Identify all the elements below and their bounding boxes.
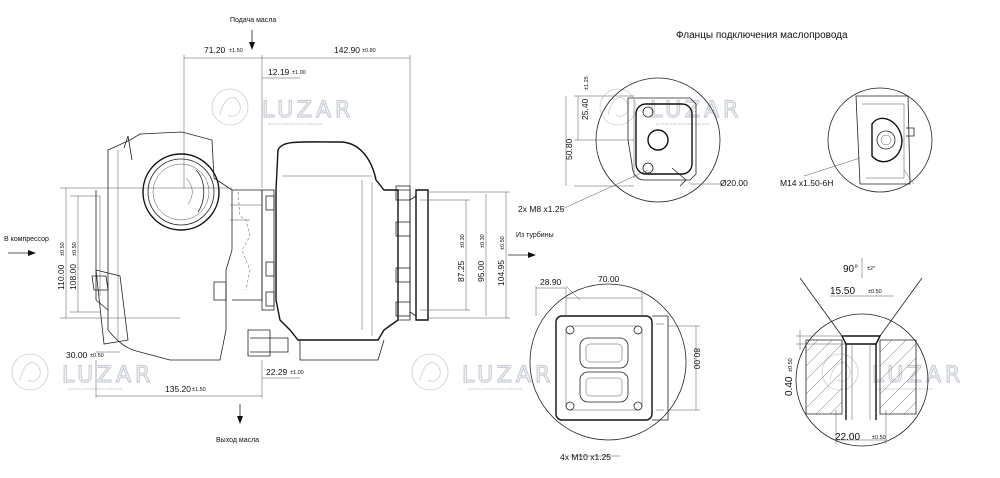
- dim-142-90: 142.90: [334, 45, 360, 55]
- dim-25-40: 25.40: [580, 98, 590, 120]
- dim-22-29: 22.29: [266, 367, 288, 377]
- dim-71-20-tol: ±1.50: [229, 48, 243, 54]
- dim-95-00-tol: ±0.30: [480, 234, 486, 248]
- dim-87-25-tol: ±0.30: [460, 234, 466, 248]
- watermark-tagline: детали для высоких нагрузок: [468, 386, 523, 391]
- oil-flange-view-2: [803, 87, 933, 193]
- dim-50-80: 50.80: [564, 138, 574, 160]
- oil-outlet-label: Выход масла: [216, 437, 259, 444]
- thread-m14: M14 x1.50-6H: [780, 178, 833, 188]
- watermark-brand: LUZAR: [262, 98, 354, 123]
- dim-142-90-tol: ±0.80: [362, 48, 376, 54]
- watermark-tagline: детали для высоких нагрузок: [656, 121, 711, 126]
- dim-110-00-tol: ±0.50: [60, 242, 66, 256]
- dim-12-19: 12.19: [268, 67, 290, 77]
- dim-20-00: Ø20.00: [720, 178, 748, 188]
- watermark-tagline: детали для высоких нагрузок: [878, 386, 933, 391]
- from-turbine-label: Из турбины: [516, 231, 554, 239]
- dim-15-50: 15.50: [830, 286, 855, 297]
- thread-4x-m10: 4x M10 x1.25: [560, 452, 611, 462]
- dim-87-25: 87.25: [456, 260, 466, 282]
- oil-inlet-label: Подача масла: [230, 17, 276, 24]
- watermark-tagline: детали для высоких нагрузок: [68, 386, 123, 391]
- thread-2x-m8: 2x M8 x1.25: [518, 204, 565, 214]
- dim-135-20-tol: ±1.50: [192, 387, 206, 393]
- dim-30-00: 30.00: [66, 350, 88, 360]
- watermark-tagline: детали для высоких нагрузок: [268, 121, 323, 126]
- dim-108-00: 108.00: [68, 264, 78, 290]
- dim-angle-tol: ±2°: [867, 266, 875, 272]
- dim-104-95: 104.95: [496, 260, 506, 286]
- dim-0-40-tol: ±0.50: [788, 358, 794, 372]
- dim-70-00: 70.00: [598, 274, 620, 284]
- dim-22-00: 22.00: [835, 432, 860, 443]
- fitting-detail-view: [795, 258, 929, 447]
- dim-28-90: 28.90: [540, 277, 562, 287]
- dim-80-00: 80.00: [692, 348, 702, 370]
- dim-15-50-tol: ±0.50: [868, 289, 882, 295]
- dim-104-95-tol: ±0.50: [500, 236, 506, 250]
- watermark-brand: LUZAR: [62, 363, 154, 388]
- dim-12-19-tol: ±1.00: [292, 70, 306, 76]
- dim-110-00: 110.00: [56, 264, 66, 290]
- dim-135-20: 135.20: [165, 384, 191, 394]
- to-compressor-label: В компрессор: [4, 236, 49, 243]
- dim-22-00-tol: ±0.50: [872, 435, 886, 441]
- turbocharger-side-view: [8, 30, 536, 424]
- watermark-logos: LUZAR детали для высоких нагрузок LUZAR …: [11, 88, 964, 391]
- watermark-brand: LUZAR: [462, 363, 554, 388]
- dim-30-00-tol: ±0.50: [90, 353, 104, 359]
- dim-71-20: 71.20: [204, 45, 226, 55]
- hatched-section: [805, 339, 917, 415]
- turbine-flange-view: [529, 283, 700, 457]
- dim-angle-90: 90°: [843, 264, 858, 275]
- dim-108-00-tol: ±0.50: [72, 242, 78, 256]
- oil-flange-view-1: [559, 77, 722, 211]
- dim-22-29-tol: ±1.00: [290, 370, 304, 376]
- dim-0-40: 0.40: [784, 376, 795, 396]
- page-title: Фланцы подключения маслопровода: [676, 30, 848, 41]
- dim-25-40-tol: ±1.25: [584, 76, 590, 90]
- watermark-brand: LUZAR: [872, 363, 964, 388]
- dim-95-00: 95.00: [476, 260, 486, 282]
